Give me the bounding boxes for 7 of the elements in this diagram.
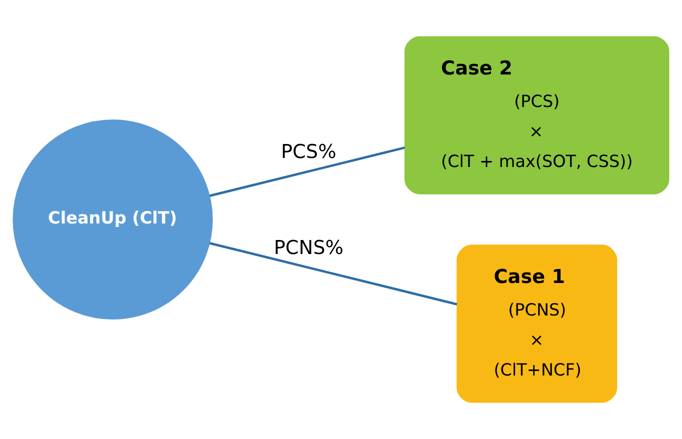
connector <box>209 242 458 306</box>
connector <box>209 146 406 198</box>
node-circle: CleanUp (ClT) <box>12 119 213 320</box>
node-box: Case 1 (PCNS) × (ClT+NCF) <box>456 244 618 403</box>
edge-label: PCS% <box>281 140 336 164</box>
edge-label: PCNS% <box>274 236 344 260</box>
node-box: Case 2 (PCS) × (ClT + max(SOT, CSS)) <box>404 36 670 194</box>
